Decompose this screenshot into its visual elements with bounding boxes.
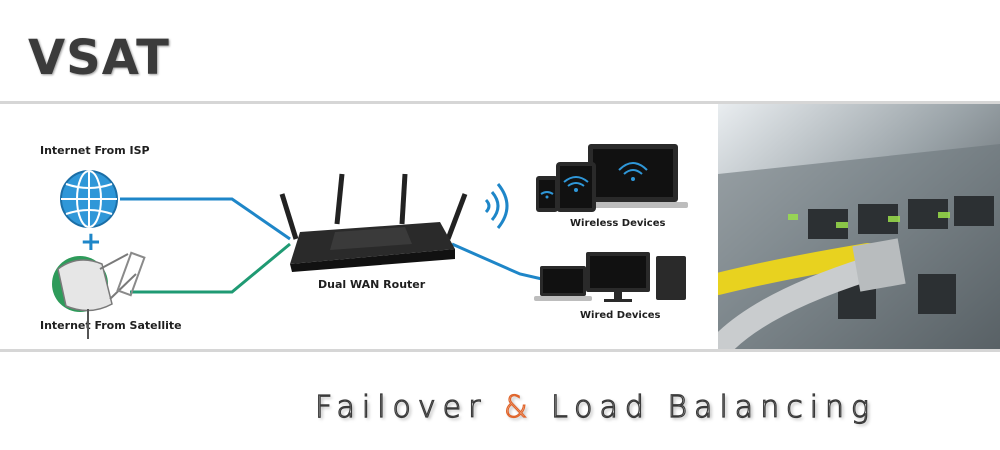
globe-icon (60, 170, 118, 228)
satellite-link (130, 242, 291, 294)
wireless-label: Wireless Devices (570, 218, 666, 229)
isp-label: Internet From ISP (40, 144, 150, 157)
wired-label: Wired Devices (580, 310, 661, 321)
router-icon (279, 173, 468, 272)
tagline-ampersand: & (503, 389, 535, 425)
wired-devices-icon (534, 252, 686, 302)
wifi-signal-icon (484, 183, 509, 229)
network-switch-photo (718, 104, 1000, 349)
satellite-dish-icon (52, 251, 146, 339)
satellite-label: Internet From Satellite (40, 319, 182, 332)
page-title: VSAT (28, 30, 170, 86)
tagline-part1: Failover (314, 389, 504, 425)
isp-link (120, 197, 291, 241)
wired-link (451, 242, 556, 284)
plus-sign: + (80, 227, 102, 257)
router-label: Dual WAN Router (318, 278, 426, 291)
tagline: Failover & Load Balancing (314, 389, 877, 425)
network-diagram: Internet From ISP Internet From Satellit… (40, 144, 688, 339)
tagline-part2: Load Balancing (534, 389, 877, 425)
wireless-devices-icon (536, 144, 688, 212)
